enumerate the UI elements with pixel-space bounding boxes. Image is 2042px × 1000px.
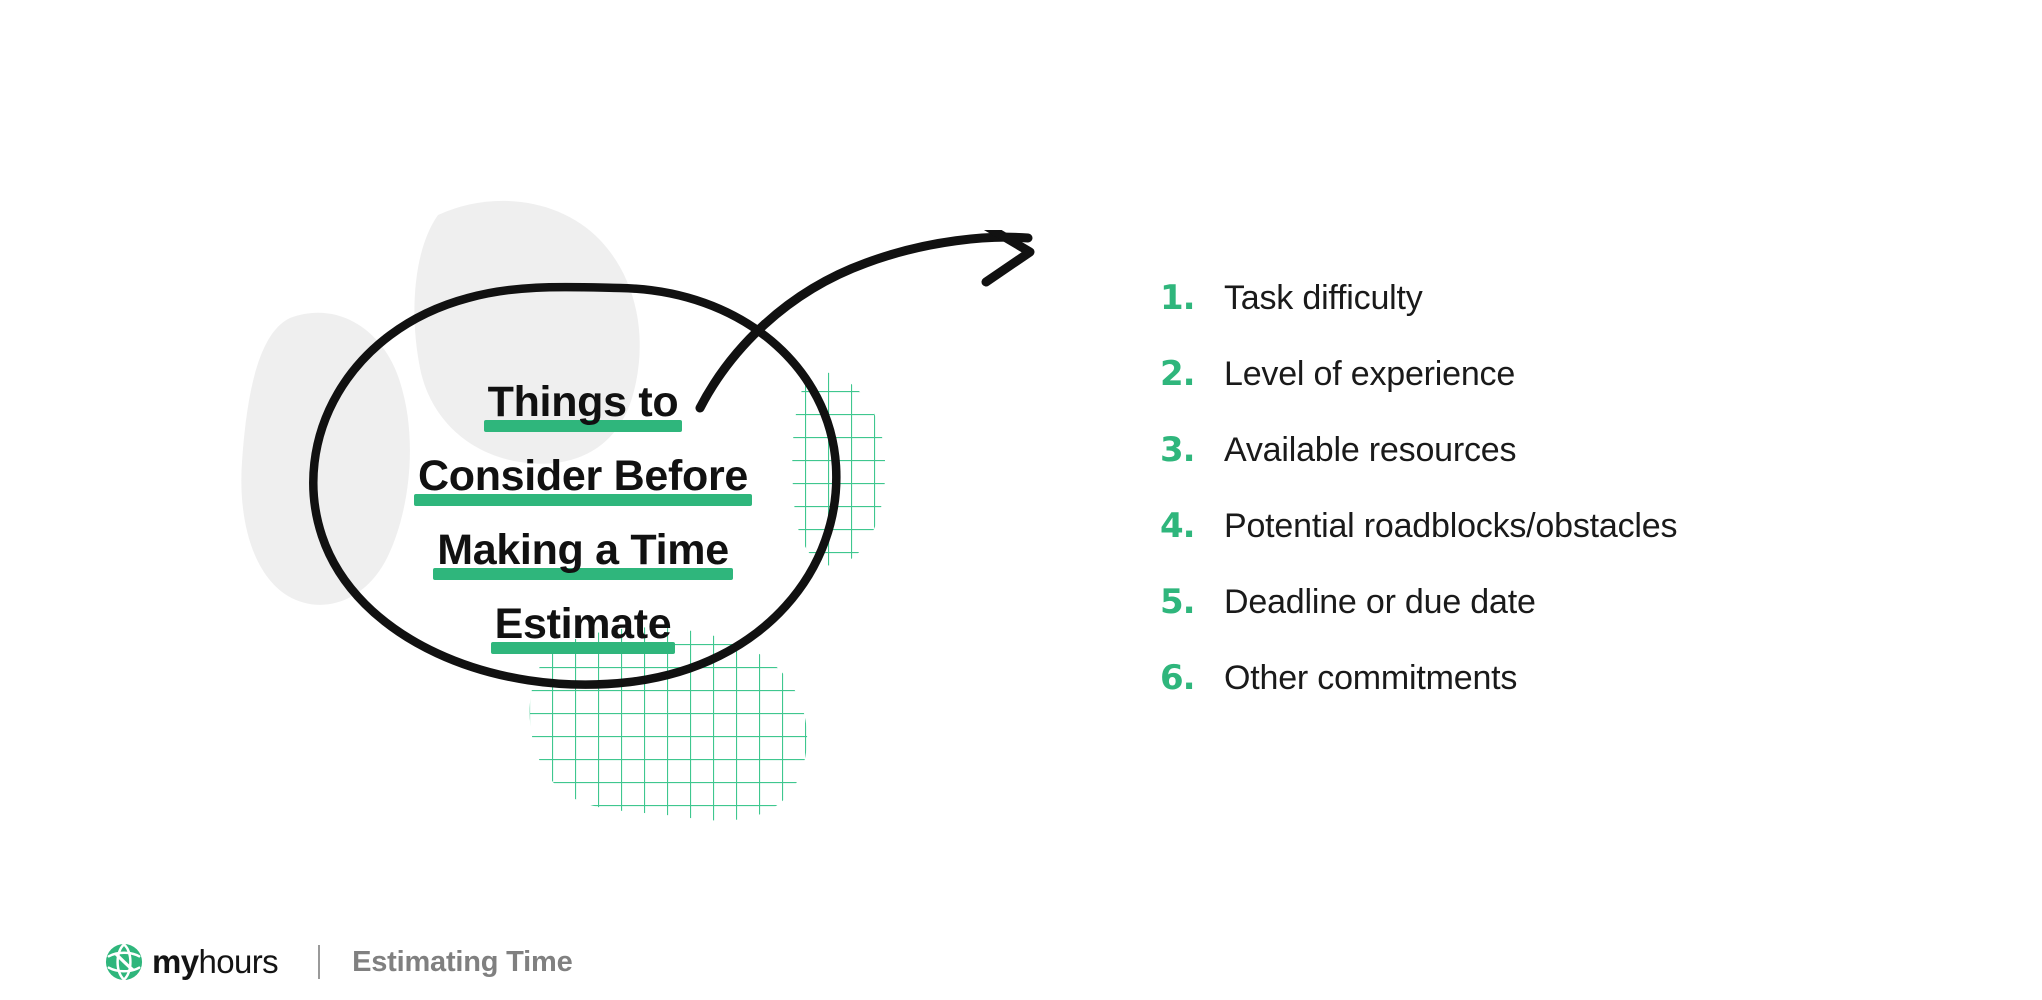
list-item-label: Potential roadblocks/obstacles [1224, 507, 1678, 545]
list-item-label: Level of experience [1224, 355, 1516, 393]
footer-caption: Estimating Time [352, 945, 573, 978]
title-line-4: Estimate [348, 592, 818, 666]
curved-arrow-icon [695, 230, 1035, 413]
list-item-label: Task difficulty [1224, 279, 1423, 317]
title-line-2: Consider Before [348, 444, 818, 518]
brand-bold: my [152, 943, 199, 980]
list-item-label: Other commitments [1224, 659, 1518, 697]
list-item-number: 1. [1160, 278, 1196, 318]
list-item: 5. Deadline or due date [1160, 582, 1980, 658]
brand-light: hours [198, 943, 279, 980]
list-item: 2. Level of experience [1160, 354, 1980, 430]
list-item: 4. Potential roadblocks/obstacles [1160, 506, 1980, 582]
list-item: 1. Task difficulty [1160, 278, 1980, 354]
list-item-number: 3. [1160, 430, 1196, 470]
list-item: 3. Available resources [1160, 430, 1980, 506]
title-circle-group: Things to Consider Before Making a Time … [270, 250, 890, 720]
list-item-number: 4. [1160, 506, 1196, 546]
list-item: 6. Other commitments [1160, 658, 1980, 734]
circle-title: Things to Consider Before Making a Time … [348, 370, 818, 666]
list-item-number: 6. [1160, 658, 1196, 698]
footer-branding: myhours Estimating Time [105, 940, 573, 984]
brand-wordmark: myhours [152, 943, 279, 981]
title-line-1: Things to [348, 370, 818, 444]
list-item-number: 2. [1160, 354, 1196, 394]
considerations-list: 1. Task difficulty 2. Level of experienc… [1160, 278, 1980, 734]
footer-divider [318, 945, 321, 979]
hand-drawn-oval-icon [309, 282, 841, 689]
list-item-label: Available resources [1224, 431, 1517, 469]
myhours-globe-icon [105, 943, 143, 981]
list-item-label: Deadline or due date [1224, 583, 1536, 621]
title-line-3: Making a Time [348, 518, 818, 592]
list-item-number: 5. [1160, 582, 1196, 622]
